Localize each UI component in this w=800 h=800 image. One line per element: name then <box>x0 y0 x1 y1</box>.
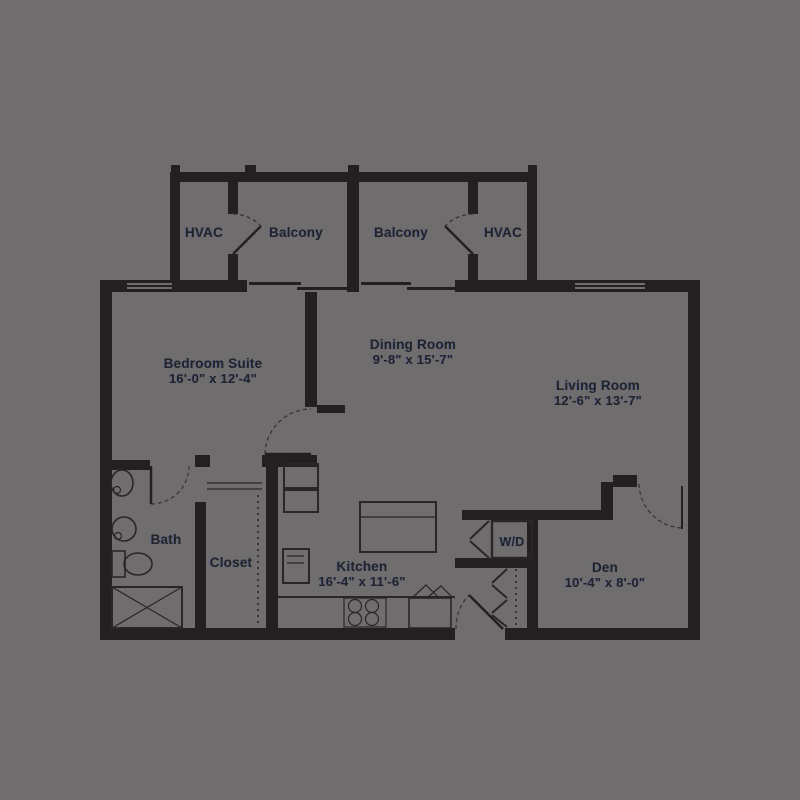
wall-hvac-partition-left-lower <box>228 254 238 280</box>
toilet-detail <box>112 485 122 495</box>
wall-den-north-upper <box>613 475 637 487</box>
room-label-wd: W/D <box>500 535 525 549</box>
kitchen-sink-detail <box>412 584 453 598</box>
door-leaf-balcony-right <box>444 225 474 255</box>
sliding-door-left-panel <box>249 282 301 285</box>
door-leaf-balcony-left <box>232 225 262 255</box>
shower-x <box>111 586 183 629</box>
room-label-hvac-left: HVAC <box>185 225 223 240</box>
sliding-door-right-panel <box>407 287 455 290</box>
wall-den-north <box>538 510 601 520</box>
room-label-balcony-left: Balcony <box>269 225 323 240</box>
wall-bath-closet-divider <box>195 502 206 628</box>
wall-top-seg <box>455 280 575 292</box>
kitchen-sink-icon <box>408 597 452 629</box>
wall-right <box>688 280 700 640</box>
sink-basin-icon <box>123 552 153 576</box>
room-dims-kitchen: 16'-4" x 11'-6" <box>318 574 405 589</box>
wall-closet-top-right <box>262 455 317 467</box>
room-labels: HVAC Balcony Balcony HVAC Bedroom Suite … <box>151 225 646 590</box>
wall-dining-stub <box>317 405 345 413</box>
closet-details <box>207 482 262 624</box>
wall-top-seg <box>645 280 700 292</box>
room-label-bedroom: Bedroom Suite <box>164 356 263 371</box>
door-arc-balcony-left <box>232 213 262 227</box>
room-label-living: Living Room <box>556 378 640 393</box>
cooktop-burner <box>347 598 363 614</box>
door-arc-entry <box>455 594 470 630</box>
bifold-door-icon <box>469 520 490 559</box>
door-arc-bath <box>150 465 190 505</box>
wall-bedroom-dining <box>305 292 317 407</box>
cooktop-burner <box>347 611 363 627</box>
windows <box>127 282 645 290</box>
cooktop-icon <box>343 597 387 628</box>
bifold-door-icon <box>491 568 508 628</box>
wall-balcony-center <box>347 172 359 280</box>
doors <box>149 213 683 630</box>
wall-bottom-right <box>505 628 700 640</box>
room-dims-den: 10'-4" x 8'-0" <box>565 575 646 590</box>
wall-balcony-right <box>527 172 537 280</box>
room-label-closet: Closet <box>210 555 253 570</box>
wall-top-seg <box>347 280 359 292</box>
wall-hvac-partition-right-lower <box>468 254 478 280</box>
wall-den-jog <box>601 482 613 520</box>
toilet-detail <box>113 531 123 541</box>
fridge-icon <box>282 548 310 584</box>
room-label-balcony-right: Balcony <box>374 225 428 240</box>
cooktop-burner <box>364 598 380 614</box>
room-label-den: Den <box>592 560 618 575</box>
wall-hvac-partition-right-upper <box>468 182 478 214</box>
kitchen-fixtures <box>278 463 455 629</box>
pantry-cabinet <box>283 463 319 489</box>
washer-dryer-box <box>490 519 534 560</box>
pantry-cabinet <box>283 489 319 513</box>
wall-wd-bottom <box>455 558 538 568</box>
door-arc-den <box>638 483 683 529</box>
walls <box>100 165 700 640</box>
toilet-icon <box>110 469 134 497</box>
wall-stub <box>528 165 537 172</box>
door-arc-balcony-right <box>444 213 474 227</box>
wall-bottom-left <box>100 628 455 640</box>
wall-bath-top <box>112 460 150 470</box>
room-dims-dining: 9'-8" x 15'-7" <box>373 352 454 367</box>
wall-wd-top <box>462 510 538 520</box>
wall-hvac-partition-left-upper <box>228 182 238 214</box>
wall-stub <box>348 165 359 172</box>
toilet-icon <box>111 516 137 542</box>
room-label-dining: Dining Room <box>370 337 456 352</box>
wall-balcony-left <box>170 172 180 280</box>
room-dims-bedroom: 16'-0" x 12'-4" <box>169 371 257 386</box>
wall-stub <box>245 165 256 172</box>
bath-fixtures <box>110 469 183 629</box>
cooktop-burner <box>364 611 380 627</box>
wall-stub <box>171 165 180 172</box>
room-label-kitchen: Kitchen <box>337 559 388 574</box>
sliding-door-right-panel <box>361 282 411 285</box>
window-living-band <box>575 280 645 292</box>
room-label-bath: Bath <box>151 532 182 547</box>
door-arc-bedroom <box>264 408 312 455</box>
door-leaf-entry <box>468 594 504 630</box>
wall-left <box>100 280 112 640</box>
wall-top-seg <box>172 280 247 292</box>
shower-icon <box>111 586 183 629</box>
vanity-cabinet <box>111 550 126 578</box>
wall-closet-kitchen <box>266 467 278 628</box>
wall-den-west <box>527 510 538 628</box>
sliding-door-left-panel <box>297 287 347 290</box>
window-bedroom-band <box>127 280 172 292</box>
room-label-hvac-right: HVAC <box>484 225 522 240</box>
wall-closet-top-left <box>195 455 210 467</box>
utility-fixtures <box>469 519 534 628</box>
kitchen-island <box>359 501 437 553</box>
room-dims-living: 12'-6" x 13'-7" <box>554 393 642 408</box>
